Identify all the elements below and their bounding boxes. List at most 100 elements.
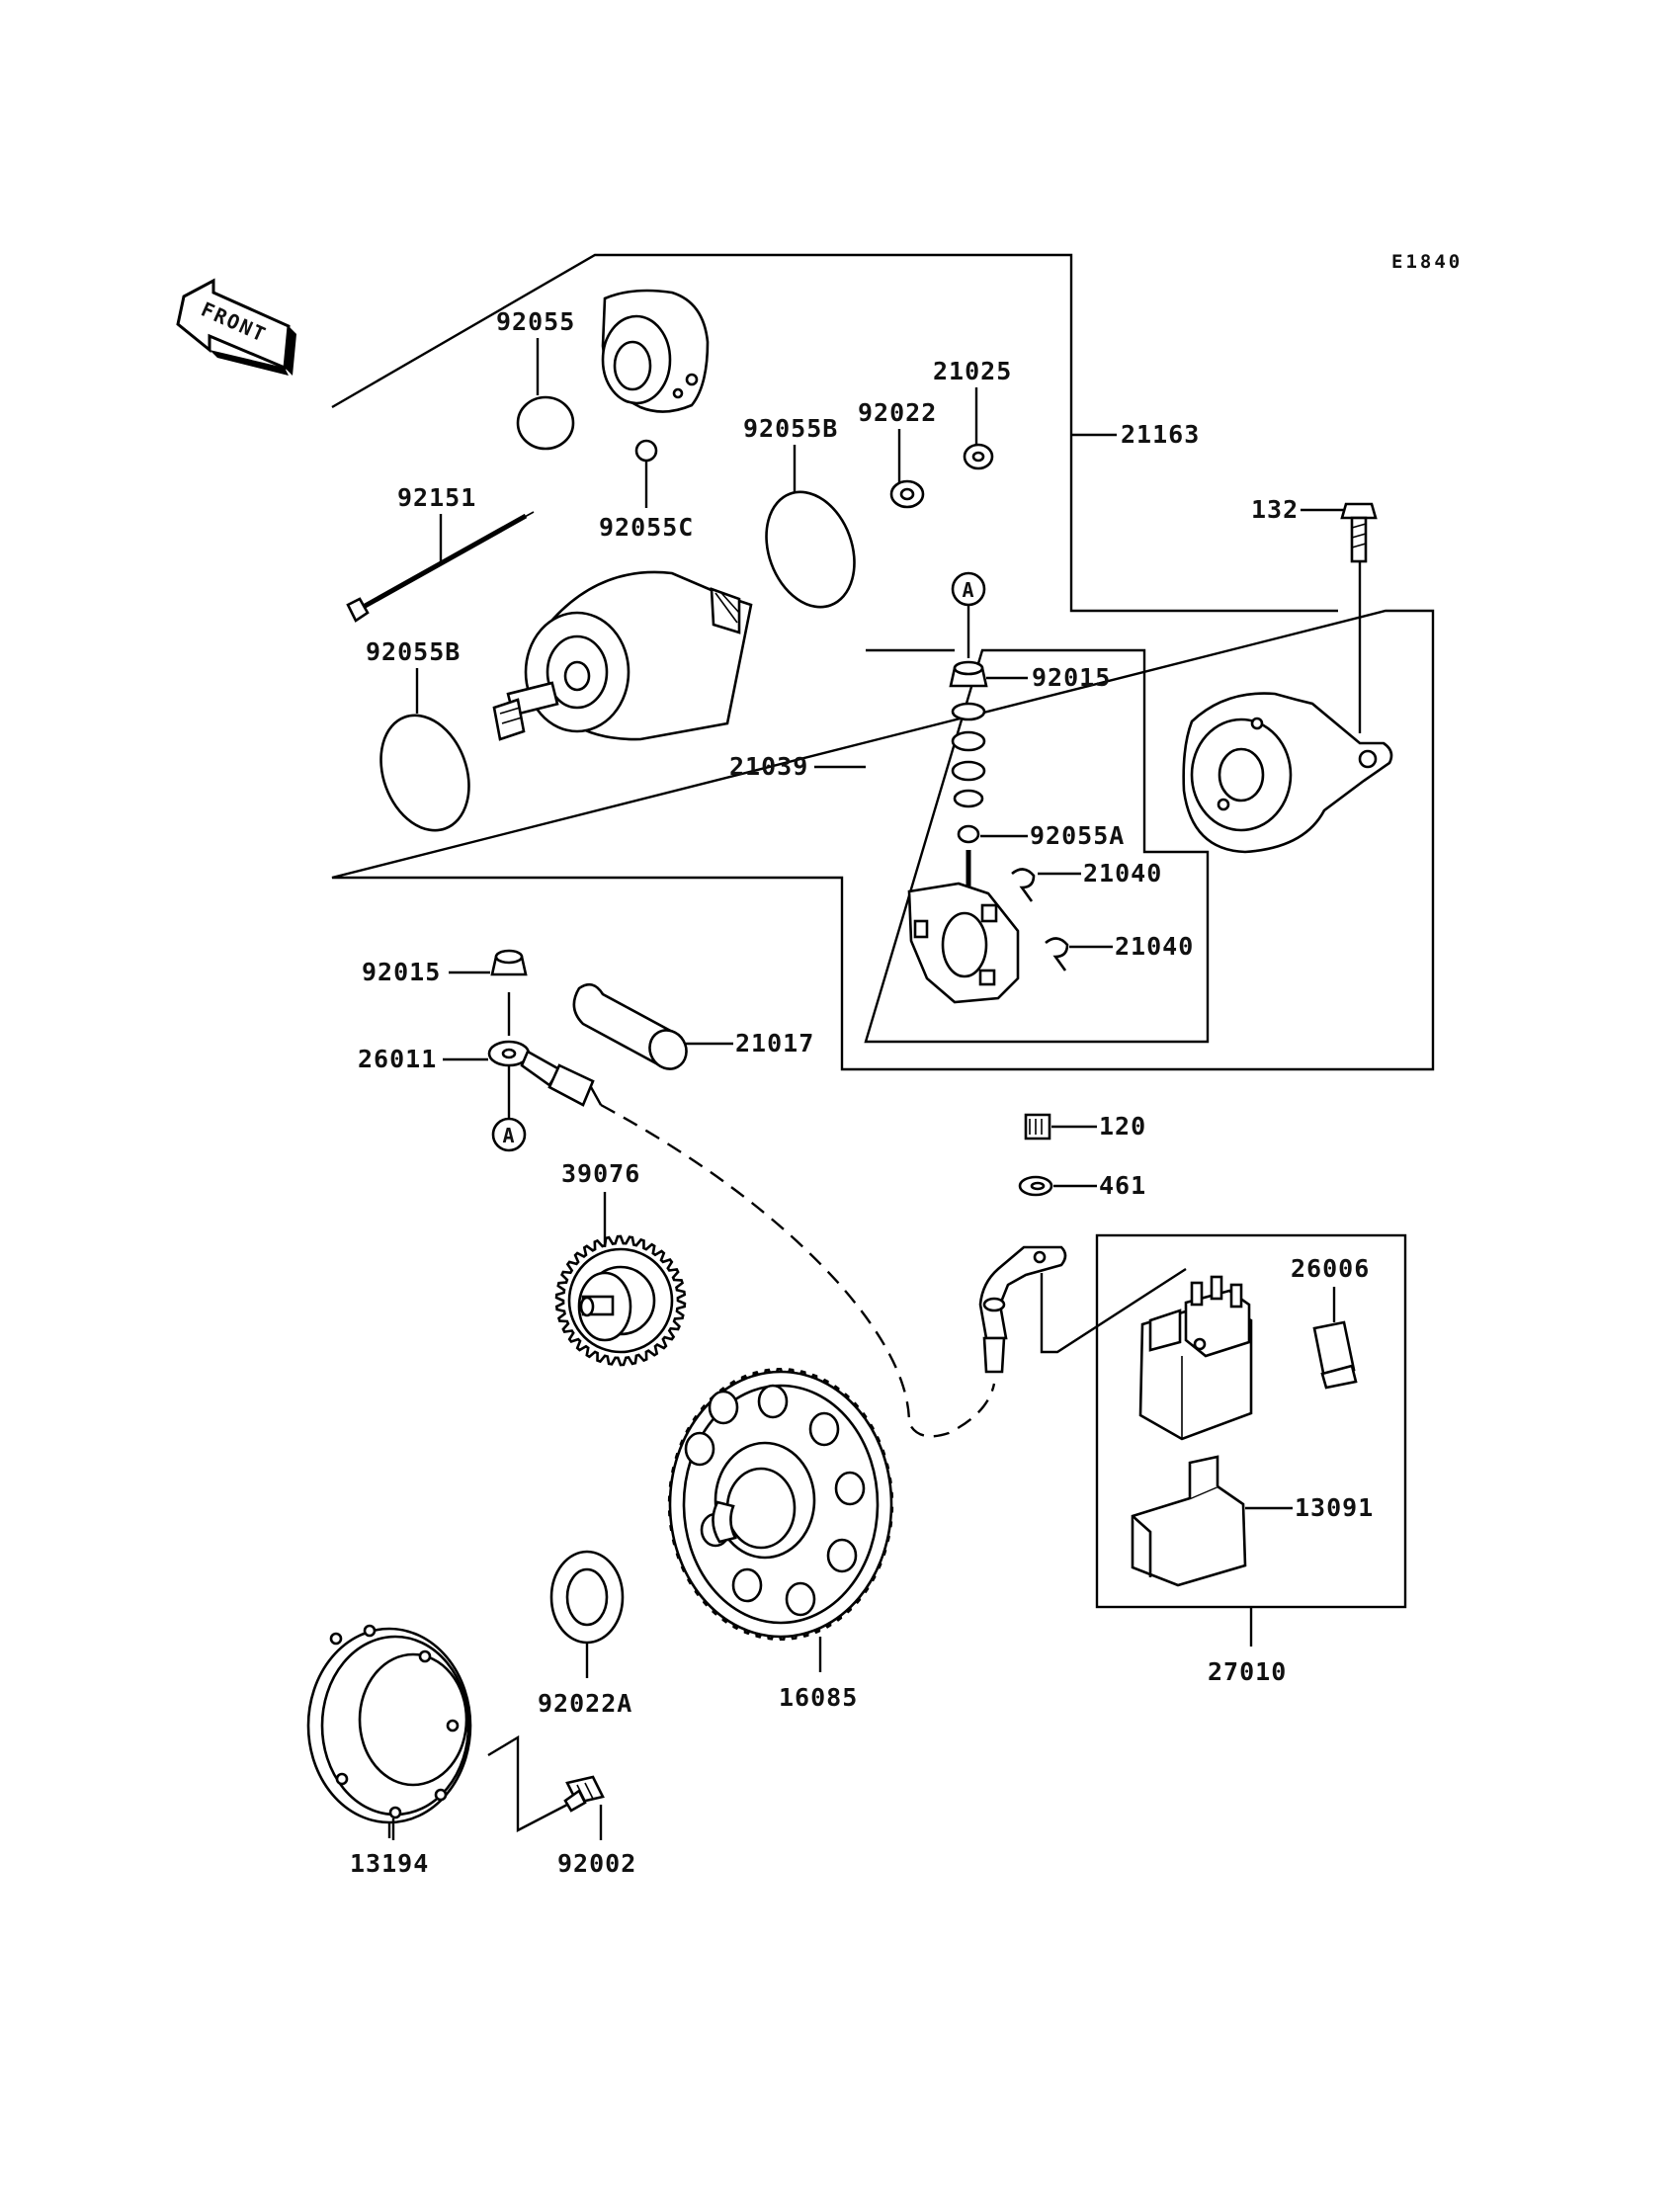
front-cover-part <box>601 289 710 413</box>
svg-text:21025: 21025 <box>933 357 1012 385</box>
insulator-washer-1 <box>951 702 986 721</box>
label-92055: 92055 <box>496 307 575 395</box>
bolt-92002 <box>563 1775 605 1813</box>
lead-wire-26011 <box>487 1040 603 1107</box>
svg-text:13091: 13091 <box>1295 1493 1374 1522</box>
svg-text:A: A <box>962 578 974 602</box>
label-21017: 21017 <box>686 1029 814 1057</box>
insulator-washer-3 <box>951 760 986 782</box>
washer-21025-hole <box>971 451 985 463</box>
svg-text:92015: 92015 <box>1032 663 1111 692</box>
o-ring-92055c <box>634 439 658 463</box>
label-39076: 39076 <box>561 1159 640 1247</box>
svg-text:16085: 16085 <box>779 1683 858 1712</box>
starter-assembly-outline <box>331 253 1435 1071</box>
washer-92022a <box>549 1550 625 1645</box>
svg-text:21039: 21039 <box>729 752 808 781</box>
label-26011: 26011 <box>358 1045 488 1073</box>
svg-text:132: 132 <box>1251 495 1299 524</box>
diagram-code: E1840 <box>1391 251 1463 273</box>
label-27010: 27010 <box>1208 1607 1287 1686</box>
svg-text:A: A <box>502 1124 515 1147</box>
washer-92022-hole <box>899 487 915 501</box>
svg-text:92002: 92002 <box>557 1849 636 1878</box>
o-ring-92055a <box>957 824 980 844</box>
terminal-cap-21017 <box>572 982 688 1070</box>
label-21040-a: 21040 <box>1038 859 1162 887</box>
svg-text:27010: 27010 <box>1208 1657 1287 1686</box>
svg-text:13194: 13194 <box>350 1849 429 1878</box>
label-132: 132 <box>1251 495 1344 524</box>
front-arrow-icon: FRONT <box>176 278 296 376</box>
svg-text:26011: 26011 <box>358 1045 437 1073</box>
svg-text:120: 120 <box>1099 1112 1146 1141</box>
ref-marker-a-bottom: A <box>491 1117 527 1152</box>
svg-text:92055: 92055 <box>496 307 575 336</box>
svg-text:92055B: 92055B <box>366 637 461 666</box>
svg-text:92022A: 92022A <box>538 1689 632 1718</box>
label-92022: 92022 <box>858 398 937 482</box>
label-92055b-top: 92055B <box>743 414 838 492</box>
starter-clutch-gear-16085 <box>668 1370 893 1639</box>
fuse-26006 <box>1312 1320 1358 1390</box>
washer-461-hole <box>1030 1181 1046 1191</box>
svg-text:92022: 92022 <box>858 398 937 427</box>
label-92151: 92151 <box>397 483 476 565</box>
label-26006: 26006 <box>1291 1254 1370 1322</box>
one-way-clutch-13194 <box>306 1624 472 1824</box>
svg-text:39076: 39076 <box>561 1159 640 1188</box>
label-21163: 21163 <box>1071 420 1200 449</box>
label-461: 461 <box>1053 1171 1146 1200</box>
lead-wire-dashed <box>600 1103 996 1438</box>
bracket-leader <box>1040 1267 1187 1354</box>
label-92055b-left: 92055B <box>366 637 461 714</box>
bolt-132 <box>1340 502 1378 563</box>
svg-text:21040: 21040 <box>1115 932 1194 961</box>
clutch-bolt-leader <box>487 1734 568 1832</box>
label-21025: 21025 <box>933 357 1012 445</box>
ref-marker-a-top: A <box>951 571 986 607</box>
o-ring-92055b-left <box>379 714 470 832</box>
brush-plate-21039 <box>907 882 1020 1004</box>
insulator-washer-2 <box>951 730 986 752</box>
nut-92015-left <box>490 949 528 976</box>
ground-bracket <box>978 1245 1067 1374</box>
svg-text:21040: 21040 <box>1083 859 1162 887</box>
starter-motor-yoke <box>492 570 753 741</box>
o-ring-92055 <box>516 395 575 451</box>
screw-120 <box>1024 1113 1051 1141</box>
terminal-nut-92015 <box>949 660 988 688</box>
label-21040-b: 21040 <box>1069 932 1194 961</box>
label-92055a: 92055A <box>980 821 1125 850</box>
idle-gear-39076 <box>567 1247 674 1354</box>
starter-relay <box>1138 1275 1253 1441</box>
rear-cover <box>1182 692 1393 854</box>
svg-text:92055B: 92055B <box>743 414 838 443</box>
label-92015-top: 92015 <box>986 663 1111 692</box>
label-13194: 13194 <box>350 1818 429 1878</box>
spring-21040-b <box>1045 937 1069 972</box>
label-92015-left: 92015 <box>362 958 490 986</box>
label-16085: 16085 <box>779 1637 858 1712</box>
svg-text:26006: 26006 <box>1291 1254 1370 1283</box>
relay-cover-13091 <box>1131 1455 1247 1587</box>
label-13091: 13091 <box>1245 1493 1374 1522</box>
svg-text:21163: 21163 <box>1121 420 1200 449</box>
label-21039: 21039 <box>729 752 866 781</box>
label-92055c: 92055C <box>599 461 694 542</box>
through-bolt-92151 <box>346 511 535 623</box>
brush-holder-outline <box>864 648 1210 1044</box>
spring-21040-a <box>1011 868 1036 902</box>
svg-text:92151: 92151 <box>397 483 476 512</box>
svg-text:92055A: 92055A <box>1030 821 1125 850</box>
label-120: 120 <box>1051 1112 1146 1141</box>
o-ring-92055b-top <box>765 490 856 609</box>
svg-text:21017: 21017 <box>735 1029 814 1057</box>
svg-text:92015: 92015 <box>362 958 441 986</box>
label-92002: 92002 <box>557 1805 636 1878</box>
label-92022a: 92022A <box>538 1643 632 1718</box>
svg-text:92055C: 92055C <box>599 513 694 542</box>
insulator-washer-4 <box>953 789 984 808</box>
svg-text:461: 461 <box>1099 1171 1146 1200</box>
